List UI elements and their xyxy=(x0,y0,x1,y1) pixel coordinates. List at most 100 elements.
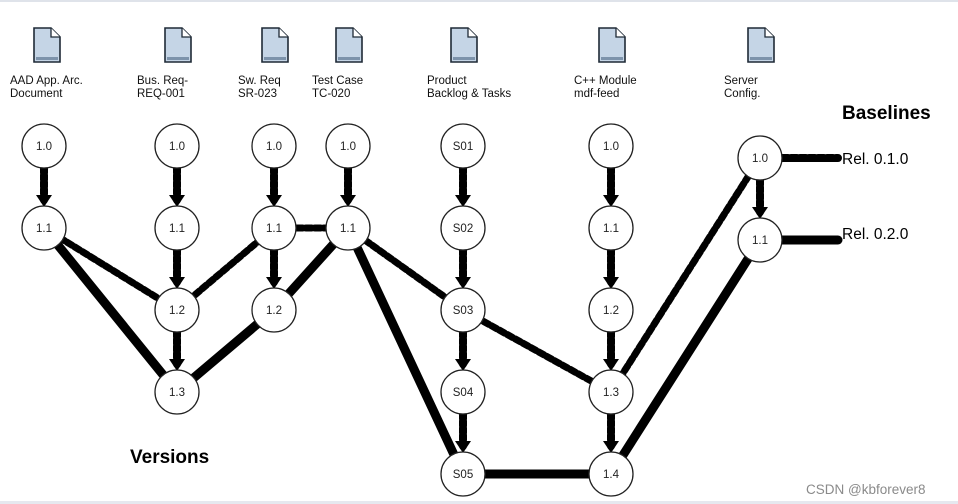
document-label-line: Backlog & Tasks xyxy=(427,88,511,100)
version-node-cpp-10: 1.0 xyxy=(588,123,634,169)
version-node-pb-s01: S01 xyxy=(440,123,486,169)
version-node-cpp-14: 1.4 xyxy=(588,451,634,497)
version-node-pb-s05: S05 xyxy=(440,451,486,497)
bottom-border xyxy=(0,501,958,504)
version-node-label: 1.2 xyxy=(266,305,282,317)
version-node-label: 1.0 xyxy=(752,153,768,165)
document-aad: AAD App. Arc.Document xyxy=(10,27,83,100)
version-node-label: S04 xyxy=(453,387,474,399)
document-icon xyxy=(33,27,61,63)
version-node-srv-11: 1.1 xyxy=(737,217,783,263)
version-node-sw-12: 1.2 xyxy=(251,287,297,333)
version-node-label: 1.3 xyxy=(169,387,185,399)
version-arrow xyxy=(36,164,52,207)
document-icon xyxy=(598,27,626,63)
version-arrow xyxy=(455,328,471,371)
version-arrow xyxy=(169,328,185,371)
document-label-line: Product xyxy=(427,75,467,87)
nodes-layer: 1.0 1.1 1.0 1.1 1.2 1.3 1.0 1.1 1.2 1.0 1.1 S01S02S… xyxy=(21,123,783,497)
version-arrow xyxy=(169,246,185,289)
release-0-2-0-label: Rel. 0.2.0 xyxy=(842,226,909,243)
version-arrow xyxy=(169,164,185,207)
version-node-pb-s04: S04 xyxy=(440,369,486,415)
document-icon xyxy=(747,27,775,63)
document-label-line: REQ-001 xyxy=(137,88,185,100)
version-node-label: 1.1 xyxy=(603,223,619,235)
version-arrow xyxy=(603,410,619,453)
version-node-label: 1.1 xyxy=(340,223,356,235)
version-node-label: 1.0 xyxy=(36,141,52,153)
version-node-label: 1.1 xyxy=(266,223,282,235)
version-node-bus-10: 1.0 xyxy=(154,123,200,169)
version-node-sw-10: 1.0 xyxy=(251,123,297,169)
version-node-bus-12: 1.2 xyxy=(154,287,200,333)
version-node-bus-13: 1.3 xyxy=(154,369,200,415)
version-arrow xyxy=(266,164,282,207)
release-0-1-0-label: Rel. 0.1.0 xyxy=(842,151,909,168)
version-node-tc-11: 1.1 xyxy=(325,205,371,251)
version-arrow xyxy=(752,176,768,219)
version-node-label: S03 xyxy=(453,305,473,317)
document-label-line: Server xyxy=(724,75,758,87)
document-icon xyxy=(450,27,478,63)
document-label-line: Document xyxy=(10,88,63,100)
document-label-line: TC-020 xyxy=(312,88,350,100)
version-arrow xyxy=(340,164,356,207)
version-node-aad-11: 1.1 xyxy=(21,205,67,251)
document-label-line: Test Case xyxy=(312,75,363,87)
version-node-tc-10: 1.0 xyxy=(325,123,371,169)
version-node-cpp-13: 1.3 xyxy=(588,369,634,415)
version-node-label: 1.0 xyxy=(266,141,282,153)
watermark: CSDN @kbforever8 xyxy=(806,482,926,497)
version-node-pb-s02: S02 xyxy=(440,205,486,251)
document-label-line: AAD App. Arc. xyxy=(10,75,83,87)
document-label-line: Bus. Req- xyxy=(137,75,188,87)
version-node-label: 1.3 xyxy=(603,387,619,399)
version-node-bus-11: 1.1 xyxy=(154,205,200,251)
version-node-label: 1.1 xyxy=(36,223,52,235)
version-node-label: 1.4 xyxy=(603,469,620,481)
version-arrow xyxy=(266,246,282,289)
document-label-line: mdf-feed xyxy=(574,88,619,100)
document-label-line: C++ Module xyxy=(574,75,637,87)
version-node-label: S01 xyxy=(453,141,473,153)
baselines-heading: Baselines xyxy=(842,103,931,124)
version-node-label: 1.0 xyxy=(169,141,185,153)
document-icon xyxy=(335,27,363,63)
version-arrow xyxy=(603,328,619,371)
document-label-line: SR-023 xyxy=(238,88,277,100)
top-border xyxy=(0,0,958,2)
version-arrow xyxy=(603,246,619,289)
version-node-label: 1.2 xyxy=(603,305,619,317)
version-arrow xyxy=(455,164,471,207)
version-node-cpp-12: 1.2 xyxy=(588,287,634,333)
version-node-cpp-11: 1.1 xyxy=(588,205,634,251)
document-label-line: Config. xyxy=(724,88,760,100)
version-node-aad-10: 1.0 xyxy=(21,123,67,169)
version-arrow xyxy=(603,164,619,207)
document-icon xyxy=(164,27,192,63)
version-node-label: 1.1 xyxy=(752,235,768,247)
document-bus: Bus. Req-REQ-001 xyxy=(137,27,192,100)
version-arrow xyxy=(455,410,471,453)
version-node-label: 1.0 xyxy=(603,141,619,153)
version-node-label: S02 xyxy=(453,223,473,235)
version-node-sw-11: 1.1 xyxy=(251,205,297,251)
version-arrow xyxy=(455,246,471,289)
version-node-label: 1.2 xyxy=(169,305,185,317)
version-node-label: 1.0 xyxy=(340,141,356,153)
document-label-line: Sw. Req xyxy=(238,75,281,87)
version-node-label: 1.1 xyxy=(169,223,185,235)
version-node-pb-s03: S03 xyxy=(440,287,486,333)
versions-heading: Versions xyxy=(130,447,209,468)
version-node-label: S05 xyxy=(453,469,473,481)
document-icon xyxy=(261,27,289,63)
version-node-srv-10: 1.0 xyxy=(737,135,783,181)
